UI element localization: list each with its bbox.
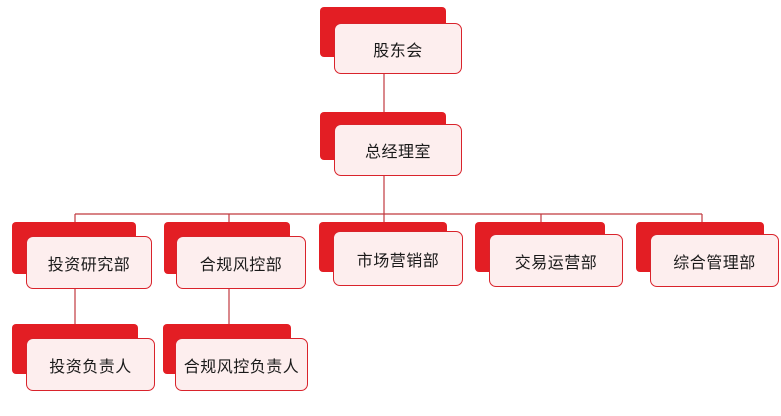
node-gm-office-label: 总经理室 xyxy=(364,142,431,161)
node-marketing-label: 市场营销部 xyxy=(356,250,440,270)
node-trading-ops-label: 交易运营部 xyxy=(514,252,598,272)
node-general-admin-label: 综合管理部 xyxy=(673,252,756,272)
node-investment-research-label: 投资研究部 xyxy=(47,254,131,274)
node-shareholders-label: 股东会 xyxy=(373,40,423,60)
node-compliance-lead-label: 合规风控负责人 xyxy=(183,356,300,376)
node-investment-lead-label: 投资负责人 xyxy=(49,356,132,376)
node-compliance-risk-label: 合规风控部 xyxy=(199,254,283,274)
